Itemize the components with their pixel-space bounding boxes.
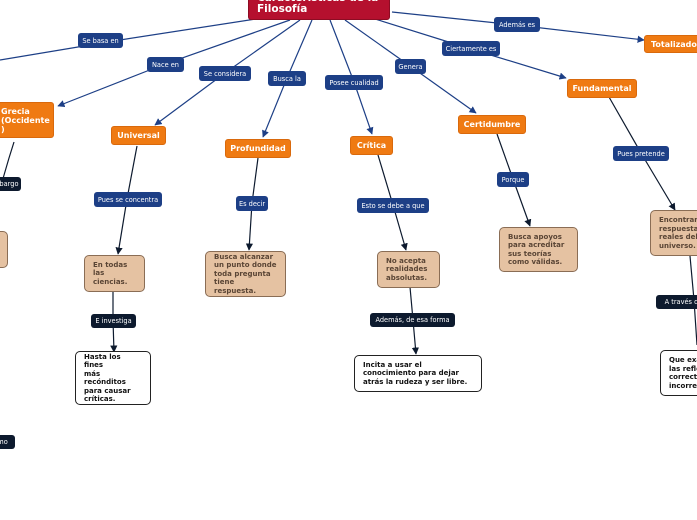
link-pues-pretende[interactable]: Pues pretende [613,146,669,161]
concept-universal[interactable]: Universal [111,126,166,145]
root-title: Características de la Filosofía [257,0,378,15]
link-mo[interactable]: mo [0,435,15,449]
link-posee-cualidad[interactable]: Posee cualidad [325,75,383,90]
detail-left-edge[interactable] [0,231,8,268]
link-pues-se-concentra[interactable]: Pues se concentra [94,192,162,207]
link-barbargo[interactable]: barbargo [0,177,21,191]
concept-profundidad[interactable]: Profundidad [225,139,291,158]
concept-totalizadora[interactable]: Totalizador [644,35,697,53]
concept-certidumbre[interactable]: Certidumbre [458,115,526,134]
concept-grecia[interactable]: Grecia (Occidente ) [0,102,54,138]
link-e-investiga[interactable]: E investiga [91,314,136,328]
result-incita[interactable]: Incita a usar el conocimiento para dejar… [354,355,482,392]
link-es-decir[interactable]: Es decir [236,196,268,211]
concept-fundamental[interactable]: Fundamental [567,79,637,98]
result-hasta-los-fines[interactable]: Hasta los fines más recónditos para caus… [75,351,151,405]
link-ademas-de-esa-forma[interactable]: Además, de esa forma [370,313,455,327]
link-se-considera[interactable]: Se considera [199,66,251,81]
detail-busca-alcanzar[interactable]: Busca alcanzar un punto donde toda pregu… [205,251,286,297]
result-que-exa[interactable]: Que exa las refle correct incorrec [660,350,697,396]
detail-no-acepta[interactable]: No acepta realidades absolutas. [377,251,440,288]
link-genera[interactable]: Genera [395,59,426,74]
detail-busca-apoyos[interactable]: Busca apoyos para acreditar sus teorías … [499,227,578,272]
link-se-basa-en[interactable]: Se basa en [78,33,123,48]
link-a-traves-de[interactable]: A través de [656,295,697,309]
link-nace-en[interactable]: Nace en [147,57,184,72]
detail-encontrar[interactable]: Encontrar respuesta reales del universo. [650,210,697,256]
root-topic[interactable]: Características de la Filosofía [248,0,390,20]
link-esto-se-debe[interactable]: Esto se debe a que [357,198,429,213]
link-ciertamente-es[interactable]: Ciertamente es [442,41,500,56]
concept-critica[interactable]: Crítica [350,136,393,155]
detail-en-todas[interactable]: En todas las ciencias. [84,255,145,292]
link-busca-la[interactable]: Busca la [268,71,306,86]
link-ademas-es[interactable]: Además es [494,17,540,32]
link-porque[interactable]: Porque [497,172,529,187]
